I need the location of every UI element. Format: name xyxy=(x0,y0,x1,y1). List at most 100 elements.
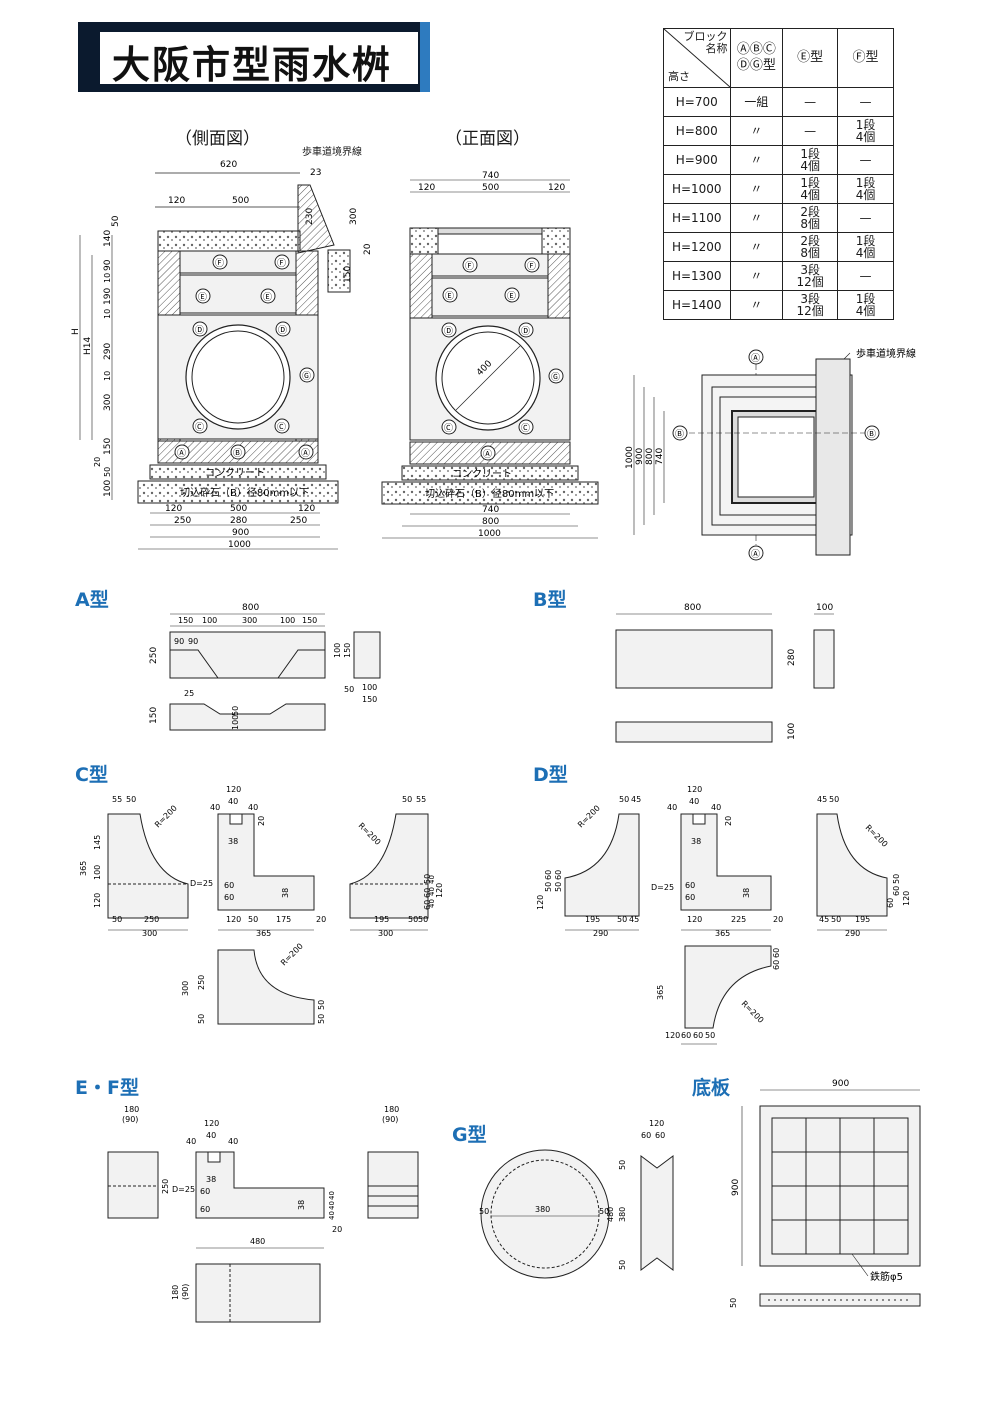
block-c-label: Ⓒ xyxy=(521,423,530,434)
dim-b-100b: 100 xyxy=(787,723,797,740)
section-ef-type: E・F型 xyxy=(75,1077,139,1099)
dim: 120 xyxy=(665,1031,680,1040)
dim-a-100: 100 xyxy=(333,643,342,658)
dim: 60 xyxy=(892,886,901,896)
dim-a-100b: 100 xyxy=(231,715,240,730)
dim: D=25 xyxy=(651,883,674,892)
spec-name-label: ブロック 名称 xyxy=(683,30,728,55)
cell-abcdg: 〃 xyxy=(729,116,784,146)
block-f-label: Ⓕ xyxy=(527,261,536,272)
dim-left-190: 190 xyxy=(103,288,113,305)
dim: 50 xyxy=(479,1207,489,1216)
dim: 45 xyxy=(819,915,829,924)
dim: 120 xyxy=(687,785,702,794)
cell-height: H=1100 xyxy=(663,203,731,233)
dim: 480 xyxy=(606,1207,615,1222)
dim-b-280: 280 xyxy=(787,649,797,666)
dim: 40 xyxy=(206,1131,216,1140)
dim: 120 xyxy=(536,895,545,910)
dim: 60 xyxy=(554,870,563,880)
b-type-drawing: 800 100 280 100 xyxy=(615,603,835,743)
dim-a-90: 90 xyxy=(174,637,184,646)
dim: 38 xyxy=(691,837,701,846)
dim: 50 xyxy=(705,1031,715,1040)
title-accent xyxy=(88,32,100,84)
table-row: H=800〃—1段 4個 xyxy=(663,116,894,146)
block-d-label: Ⓓ xyxy=(521,326,530,337)
dim: 38 xyxy=(281,888,290,898)
dim-900: 900 xyxy=(635,448,645,465)
dim: 120 xyxy=(226,915,241,924)
cell-f: 1段 4個 xyxy=(837,116,894,146)
dim: 365 xyxy=(656,985,665,1000)
dim-740: 740 xyxy=(655,448,665,465)
dim: 120 xyxy=(649,1119,664,1128)
dim-b-1000: 1000 xyxy=(478,529,501,539)
section-c-type: C型 xyxy=(75,764,108,786)
cell-e: 1段 4個 xyxy=(782,145,839,175)
dim: 38 xyxy=(228,837,238,846)
cell-height: H=1200 xyxy=(663,232,731,262)
cell-f: 1段 4個 xyxy=(837,290,894,320)
dim: 145 xyxy=(93,835,102,850)
cell-f: — xyxy=(837,145,894,175)
dim-500: 500 xyxy=(232,196,249,206)
dim: 20 xyxy=(773,915,783,924)
dim-b-900: 900 xyxy=(232,528,249,538)
section-d-type: D型 xyxy=(533,764,568,786)
dim: 60 xyxy=(641,1131,651,1140)
dim: 50 xyxy=(112,915,122,924)
dim-a-150: 150 xyxy=(302,616,317,625)
dim: 40 xyxy=(667,803,677,812)
dim: D=25 xyxy=(172,1185,195,1194)
dim: 40 xyxy=(186,1137,196,1146)
dim: 60 xyxy=(886,898,895,908)
block-d-label: Ⓓ xyxy=(278,325,287,336)
dim: R=200 xyxy=(864,823,890,849)
dim: 50 xyxy=(402,795,412,804)
dim: 20 xyxy=(332,1225,342,1234)
dim: 365 xyxy=(715,929,730,938)
dim: 40 xyxy=(328,1191,336,1200)
dim: 50 xyxy=(599,1207,609,1216)
dim: 45 xyxy=(629,915,639,924)
side-gravel-label: 切込砕石（B）径80mm以下 xyxy=(180,486,309,499)
cell-abcdg: 〃 xyxy=(729,145,784,175)
dim: 60 xyxy=(685,881,695,890)
dim-b-800: 800 xyxy=(684,603,701,613)
block-d-label: Ⓓ xyxy=(444,326,453,337)
dim: 50 xyxy=(197,1014,206,1024)
dim: 60 xyxy=(772,960,781,970)
dim: 60 xyxy=(200,1187,210,1196)
dim-base-50: 50 xyxy=(729,1298,738,1308)
dim-left-140: 140 xyxy=(103,230,113,247)
dim-a-150b: 150 xyxy=(149,707,159,724)
dim-left-10: 10 xyxy=(103,273,112,283)
dim: R=200 xyxy=(279,942,305,968)
dim-800: 800 xyxy=(645,448,655,465)
cell-height: H=1300 xyxy=(663,261,731,291)
dim: 45 xyxy=(631,795,641,804)
dim-a-150: 150 xyxy=(343,643,352,658)
cell-abcdg: 〃 xyxy=(729,261,784,291)
dim: 250 xyxy=(161,1179,170,1194)
cell-height: H=700 xyxy=(663,87,731,117)
dim: 250 xyxy=(144,915,159,924)
dim: 60 xyxy=(772,948,781,958)
dim: 195 xyxy=(374,915,389,924)
block-a-label: Ⓐ xyxy=(483,449,492,460)
dim-300: 300 xyxy=(349,208,359,225)
cell-abcdg: 一組 xyxy=(729,87,784,117)
dim-500: 500 xyxy=(482,183,499,193)
cell-f: — xyxy=(837,87,894,117)
table-row: H=900〃1段 4個— xyxy=(663,145,894,175)
dim: 300 xyxy=(142,929,157,938)
dim-740: 740 xyxy=(482,171,499,181)
c-type-drawing: 55 50 145 365 100 120 R=200 50 250 300 1… xyxy=(79,785,444,1025)
dim: 195 xyxy=(585,915,600,924)
dim: 50 xyxy=(617,915,627,924)
dim: 250 xyxy=(197,975,206,990)
dim: 38 xyxy=(206,1175,216,1184)
